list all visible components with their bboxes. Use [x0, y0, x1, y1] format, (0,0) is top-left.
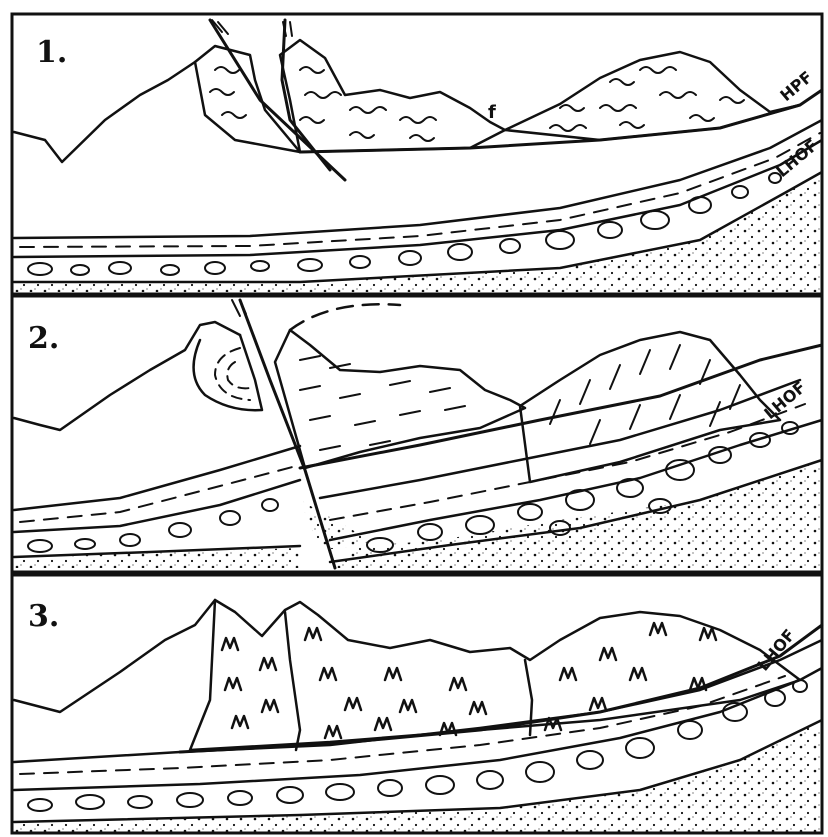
panel-2-central-arc: [290, 304, 400, 330]
panel-2-recumbent-fold: [194, 335, 262, 410]
panel-1-basement: [14, 170, 822, 292]
panel-1-number: 1.: [36, 35, 67, 70]
panel-3-fissure-a: [285, 612, 300, 750]
panel-1-mountain-outline: [14, 62, 195, 162]
panel-1-thrust-block-b: [280, 40, 505, 152]
panel-1-sandstone-top: [14, 120, 822, 238]
panel-1-label-f: f: [488, 102, 496, 123]
panel-3-sandstone-top: [14, 640, 822, 762]
panel-2-right-block: [520, 332, 780, 482]
panel-2-fold-pattern: [215, 348, 250, 400]
panel-2-number: 2.: [28, 321, 59, 356]
panel-3-m-pattern: [222, 623, 716, 738]
panel-3: 3.: [12, 575, 822, 833]
panel-2-central-block: [275, 330, 525, 468]
panel-3-thrust-plane: [180, 625, 822, 752]
panel-1-thrust-block-c: [505, 52, 800, 140]
panel-2-right-dashes: [550, 345, 740, 444]
panel-2-central-dashes: [300, 356, 465, 450]
panel-3-number: 3.: [28, 599, 59, 634]
panel-2: 2.: [12, 296, 822, 572]
panel-2-thrust-plane: [300, 345, 822, 468]
panel-2-right-sandstone-top: [320, 380, 800, 498]
panel-1-fault-a: [210, 20, 345, 180]
panel-2-left-sandstone-top: [14, 446, 300, 510]
panel-1: 1.: [12, 14, 822, 294]
